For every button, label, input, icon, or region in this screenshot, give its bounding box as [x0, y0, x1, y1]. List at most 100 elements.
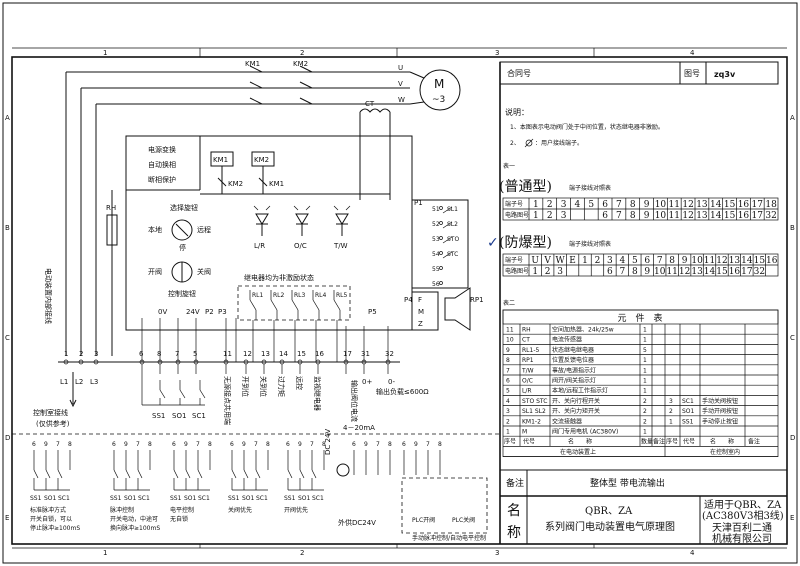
table-head: 序号: [504, 438, 516, 446]
group-caption: 电平控制: [170, 506, 194, 514]
terminal-cell: 5: [588, 200, 594, 210]
comp-qty: 2: [643, 398, 647, 405]
switch-label: SL1: [447, 206, 458, 213]
button-label: SO1: [172, 412, 186, 420]
terminal-cell: 7: [616, 200, 622, 210]
svg-text:D: D: [790, 434, 795, 442]
applies-line-1: 适用于QBR、ZA: [704, 499, 782, 511]
lamp-tw-label: T/W: [333, 242, 348, 250]
circuit-cell: 12: [682, 211, 693, 221]
terminal-no: 14: [279, 350, 288, 358]
remote-label-v: 远控: [295, 376, 304, 390]
ctrl-name: 手动停止按钮: [702, 417, 738, 425]
over-torque-label: 过力矩: [277, 376, 286, 397]
relay-group: [237, 285, 351, 321]
table-head: 备注: [748, 438, 760, 446]
dc24-caption: 外供DC24V: [338, 518, 376, 527]
ctrl-code: SC1: [682, 398, 694, 405]
plc-open-label: PLC开阀: [412, 516, 435, 524]
terminal-no: 8: [388, 441, 392, 448]
circuit-cell: 3: [557, 267, 563, 277]
comp-code: M: [522, 429, 527, 436]
terminal-cell: 11: [669, 200, 680, 210]
button-label: SS1: [30, 495, 42, 502]
plus-label: 0+: [362, 378, 372, 386]
terminal-cell: 3: [607, 256, 613, 266]
fmz-z: Z: [418, 320, 423, 328]
comp-code: T/W: [521, 367, 534, 374]
circuit-cell: 10: [654, 267, 666, 277]
comp-name: 交流接触器: [552, 417, 582, 425]
circuit-cell: 2: [545, 267, 551, 277]
svg-text:D: D: [5, 434, 10, 442]
p3-label: P3: [218, 308, 227, 316]
foot-right: 在控制室内: [710, 448, 740, 456]
terminal-no: 2: [79, 350, 83, 358]
comp-name: 阀开/阀关指示灯: [552, 377, 596, 385]
circuit-cell: 16: [738, 211, 750, 221]
user-terminal-icon: [524, 138, 534, 148]
terminal-no: 6: [286, 441, 290, 448]
l2-label: L2: [75, 378, 83, 386]
comp-no: 9: [506, 347, 510, 354]
switch-block: [411, 199, 469, 289]
comp-no: 8: [506, 357, 510, 364]
comp-qty: 1: [643, 388, 647, 395]
comp-no: 4: [506, 398, 510, 405]
motor-label: M: [434, 77, 444, 91]
phase-v: V: [398, 80, 403, 88]
switch-terminal: 56: [432, 281, 440, 288]
terminal-no: 7: [310, 441, 314, 448]
fmz-m: M: [418, 308, 424, 316]
stop-label: 停: [179, 243, 186, 252]
common-terminal-label: 无源接点共用端: [223, 376, 232, 425]
comp-code: O/C: [522, 378, 533, 385]
comp-qty: 1: [643, 367, 647, 374]
button-label: SS1: [170, 495, 182, 502]
table-head: 代号: [683, 438, 695, 446]
group-caption: 换向脉冲≥100mS: [110, 524, 160, 532]
button-label: SO1: [184, 495, 197, 502]
circuit-cell: 15: [724, 211, 736, 221]
table1-caption: 表一: [503, 162, 515, 170]
button-label: SC1: [138, 495, 150, 502]
lamp-oc-label: O/C: [294, 242, 307, 250]
button-label: SS1: [110, 495, 122, 502]
fmz-f: F: [418, 296, 422, 304]
power-circuit: KM1 KM2 U V W M ~3 CT RH: [65, 60, 461, 356]
terminal-no: 5: [193, 350, 197, 358]
note-2-text: ：用户接线端子。: [535, 139, 583, 147]
terminal-cell: 16: [738, 200, 750, 210]
table-head: 序号: [666, 438, 678, 446]
comp-no: 1: [506, 429, 510, 436]
selector-title: 选择旋钮: [170, 203, 198, 212]
comp-qty: 1: [643, 357, 647, 364]
comp-code: L/R: [522, 388, 532, 395]
terminal-cell: 11: [704, 256, 715, 266]
terminal-no: 8: [266, 441, 270, 448]
table-head: 名 称: [710, 438, 734, 446]
circuit-cell: 10: [655, 211, 667, 221]
table2-caption: 表二: [503, 299, 515, 307]
terminal-cell: 15: [754, 256, 766, 266]
col-label: 2: [300, 549, 304, 557]
svg-text:E: E: [5, 514, 9, 522]
terminal-no: 7: [426, 441, 430, 448]
button-label: SC1: [198, 495, 210, 502]
terminal-no: 32: [385, 350, 394, 358]
switch-terminal: 53: [432, 236, 440, 243]
comp-qty: 1: [643, 337, 647, 344]
circuit-cell: 11: [666, 267, 677, 277]
circuit-cell: 32: [765, 211, 776, 221]
button-label: SO1: [44, 495, 57, 502]
circuit-cell: 8: [630, 211, 636, 221]
output-current-label: 输出阀位电流: [350, 380, 359, 422]
circuit-cell: 13: [696, 211, 708, 221]
note-2: 2、: [510, 140, 520, 147]
row-label: 电路图号: [505, 267, 529, 275]
name-label-2: 称: [507, 525, 521, 541]
